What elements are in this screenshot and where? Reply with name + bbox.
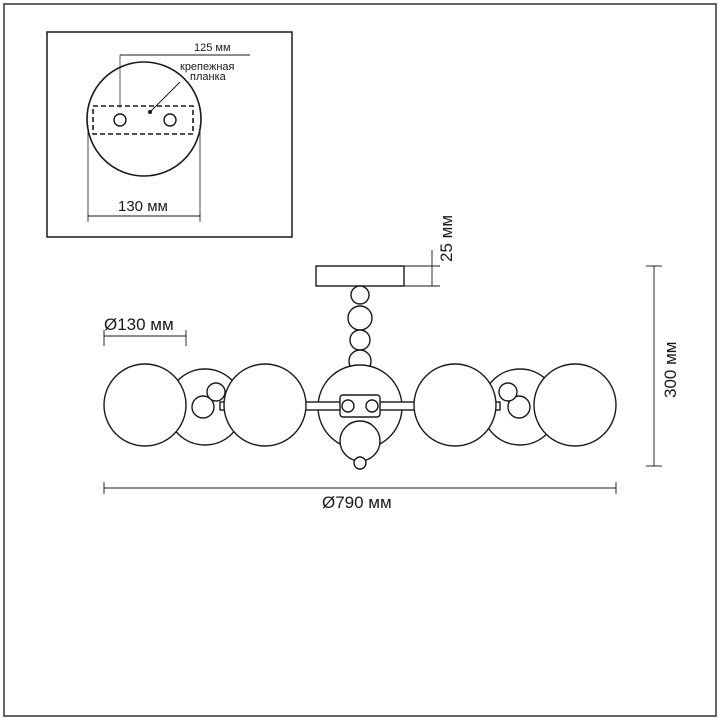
globe-front-2 <box>223 363 307 447</box>
connector-knob-left <box>191 395 215 419</box>
globe-front-4 <box>533 363 617 447</box>
hub-fitting-right <box>365 399 379 413</box>
dimensions <box>103 250 662 494</box>
globe-front-3 <box>413 363 497 447</box>
mounting-bracket-outline <box>92 105 194 135</box>
hub-lower-ball <box>339 420 381 462</box>
rod-bead-1 <box>350 285 370 305</box>
hub-finial <box>353 456 367 470</box>
hub-fitting-left <box>341 399 355 413</box>
total-height-label: 300 мм <box>661 342 680 398</box>
bracket-hole-left <box>113 113 127 127</box>
bracket-label-line2: планка <box>190 71 227 83</box>
chandelier-side-view <box>103 265 617 470</box>
canopy-diameter-label: 130 мм <box>118 198 168 215</box>
total-diameter-label: Ø790 мм <box>322 493 392 512</box>
globe-front-1 <box>103 363 187 447</box>
rod-bead-3 <box>349 329 371 351</box>
canopy-circle <box>86 61 202 177</box>
bracket-label-line1: крепежная <box>180 61 235 73</box>
plate-width-label: 125 мм <box>194 42 231 54</box>
inset-frame <box>46 31 293 238</box>
bracket-leader-line <box>149 81 181 113</box>
connector-knob-right-upper <box>498 382 518 402</box>
rod-bead-2 <box>347 305 373 331</box>
canopy-height-label: 25 мм <box>437 215 456 262</box>
bracket-hole-right <box>163 113 177 127</box>
connector-knob-right <box>507 395 531 419</box>
globe-diameter-label: Ø130 мм <box>104 315 174 334</box>
canopy-plate <box>315 265 405 287</box>
connector-knob-left-upper <box>206 382 226 402</box>
page-border <box>3 3 717 717</box>
inset-panel: 125 мм крепежная планка 130 мм <box>46 31 293 238</box>
